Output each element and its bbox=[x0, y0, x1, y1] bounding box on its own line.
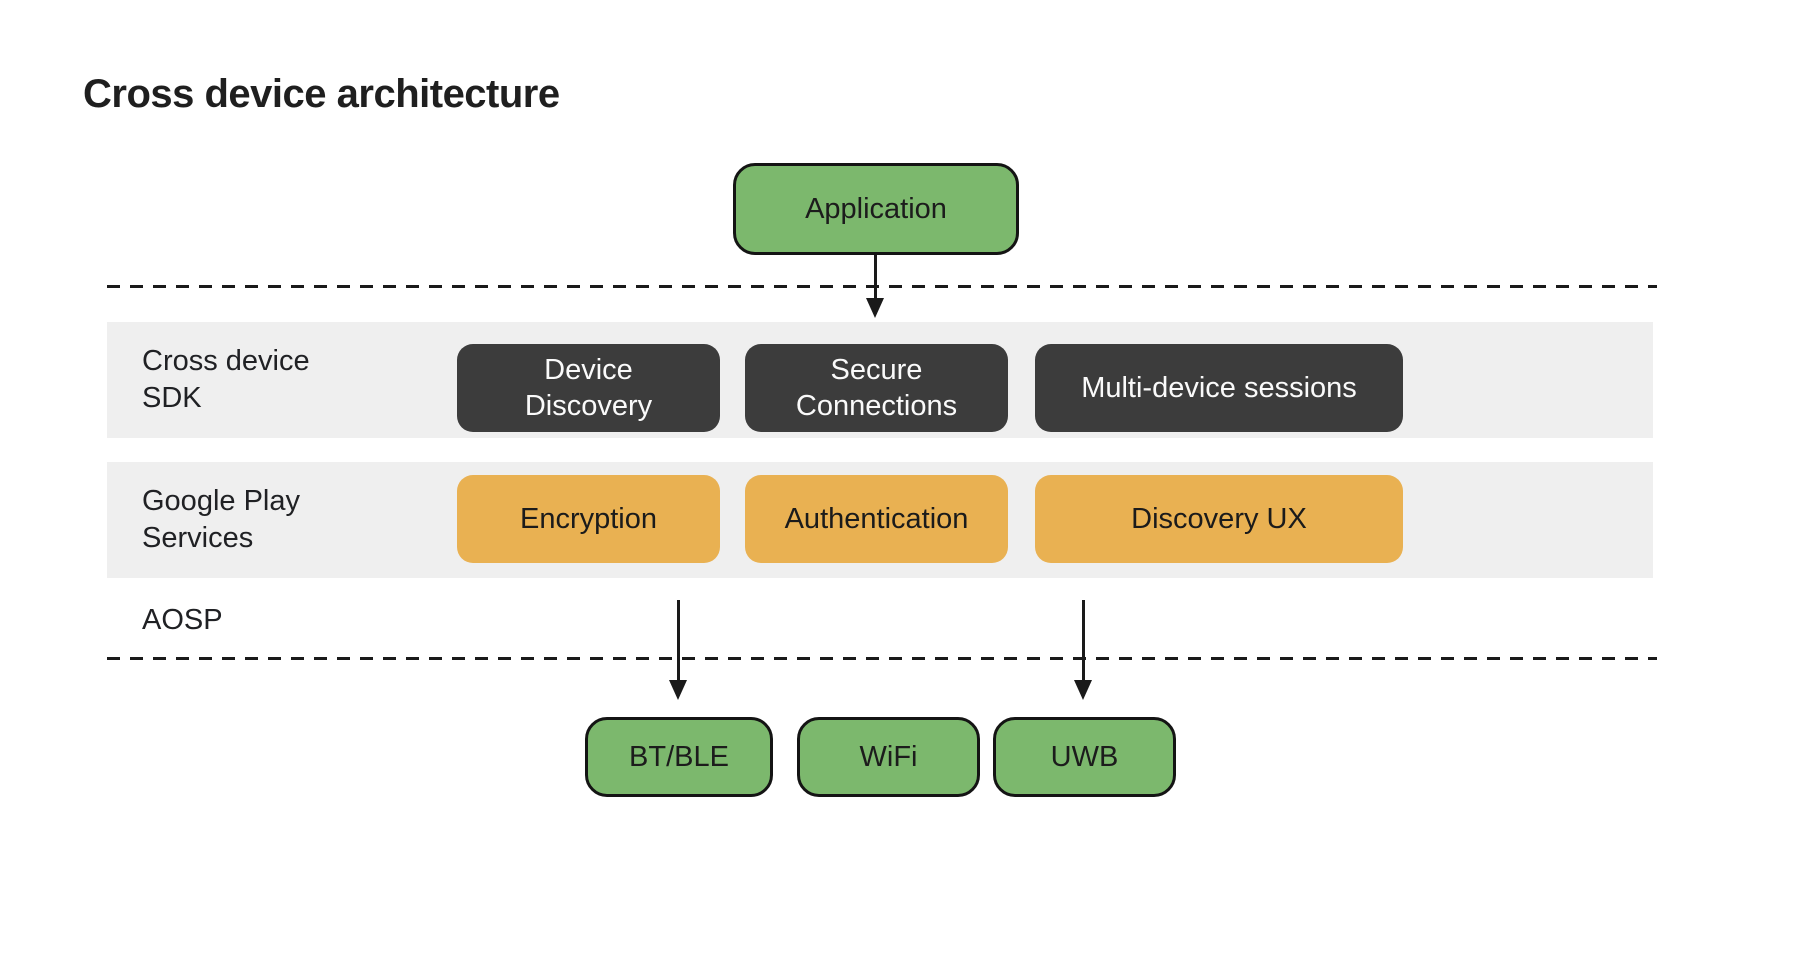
arrow-to-bt-ble bbox=[669, 600, 687, 700]
page-title: Cross device architecture bbox=[83, 72, 560, 116]
bt-ble-node: BT/BLE bbox=[585, 717, 773, 797]
discovery-ux-label: Discovery UX bbox=[1131, 503, 1307, 535]
wifi-node: WiFi bbox=[797, 717, 980, 797]
aosp-label: AOSP bbox=[142, 604, 223, 636]
application-node: Application bbox=[733, 163, 1019, 255]
wifi-label: WiFi bbox=[859, 741, 918, 773]
arrow-application-to-sdk bbox=[866, 255, 884, 318]
device-discovery-node: Device Discovery bbox=[457, 344, 720, 432]
application-label: Application bbox=[805, 193, 947, 225]
authentication-label: Authentication bbox=[784, 503, 969, 535]
google-play-services-band-label: Google Play Services bbox=[142, 485, 300, 554]
device-discovery-label: Device Discovery bbox=[524, 354, 653, 422]
bt-ble-label: BT/BLE bbox=[629, 741, 729, 773]
encryption-label: Encryption bbox=[519, 503, 657, 535]
uwb-label: UWB bbox=[1050, 741, 1119, 773]
secure-connections-label: Secure Connections bbox=[795, 354, 958, 422]
dashed-divider-bottom bbox=[107, 657, 1657, 660]
secure-connections-node: Secure Connections bbox=[745, 344, 1008, 432]
multi-device-sessions-label: Multi-device sessions bbox=[1081, 372, 1357, 404]
uwb-node: UWB bbox=[993, 717, 1176, 797]
multi-device-sessions-node: Multi-device sessions bbox=[1035, 344, 1403, 432]
sdk-band-label: Cross device SDK bbox=[142, 345, 310, 414]
encryption-node: Encryption bbox=[457, 475, 720, 563]
authentication-node: Authentication bbox=[745, 475, 1008, 563]
discovery-ux-node: Discovery UX bbox=[1035, 475, 1403, 563]
arrow-to-uwb bbox=[1074, 600, 1092, 700]
dashed-divider-top bbox=[107, 285, 1657, 288]
